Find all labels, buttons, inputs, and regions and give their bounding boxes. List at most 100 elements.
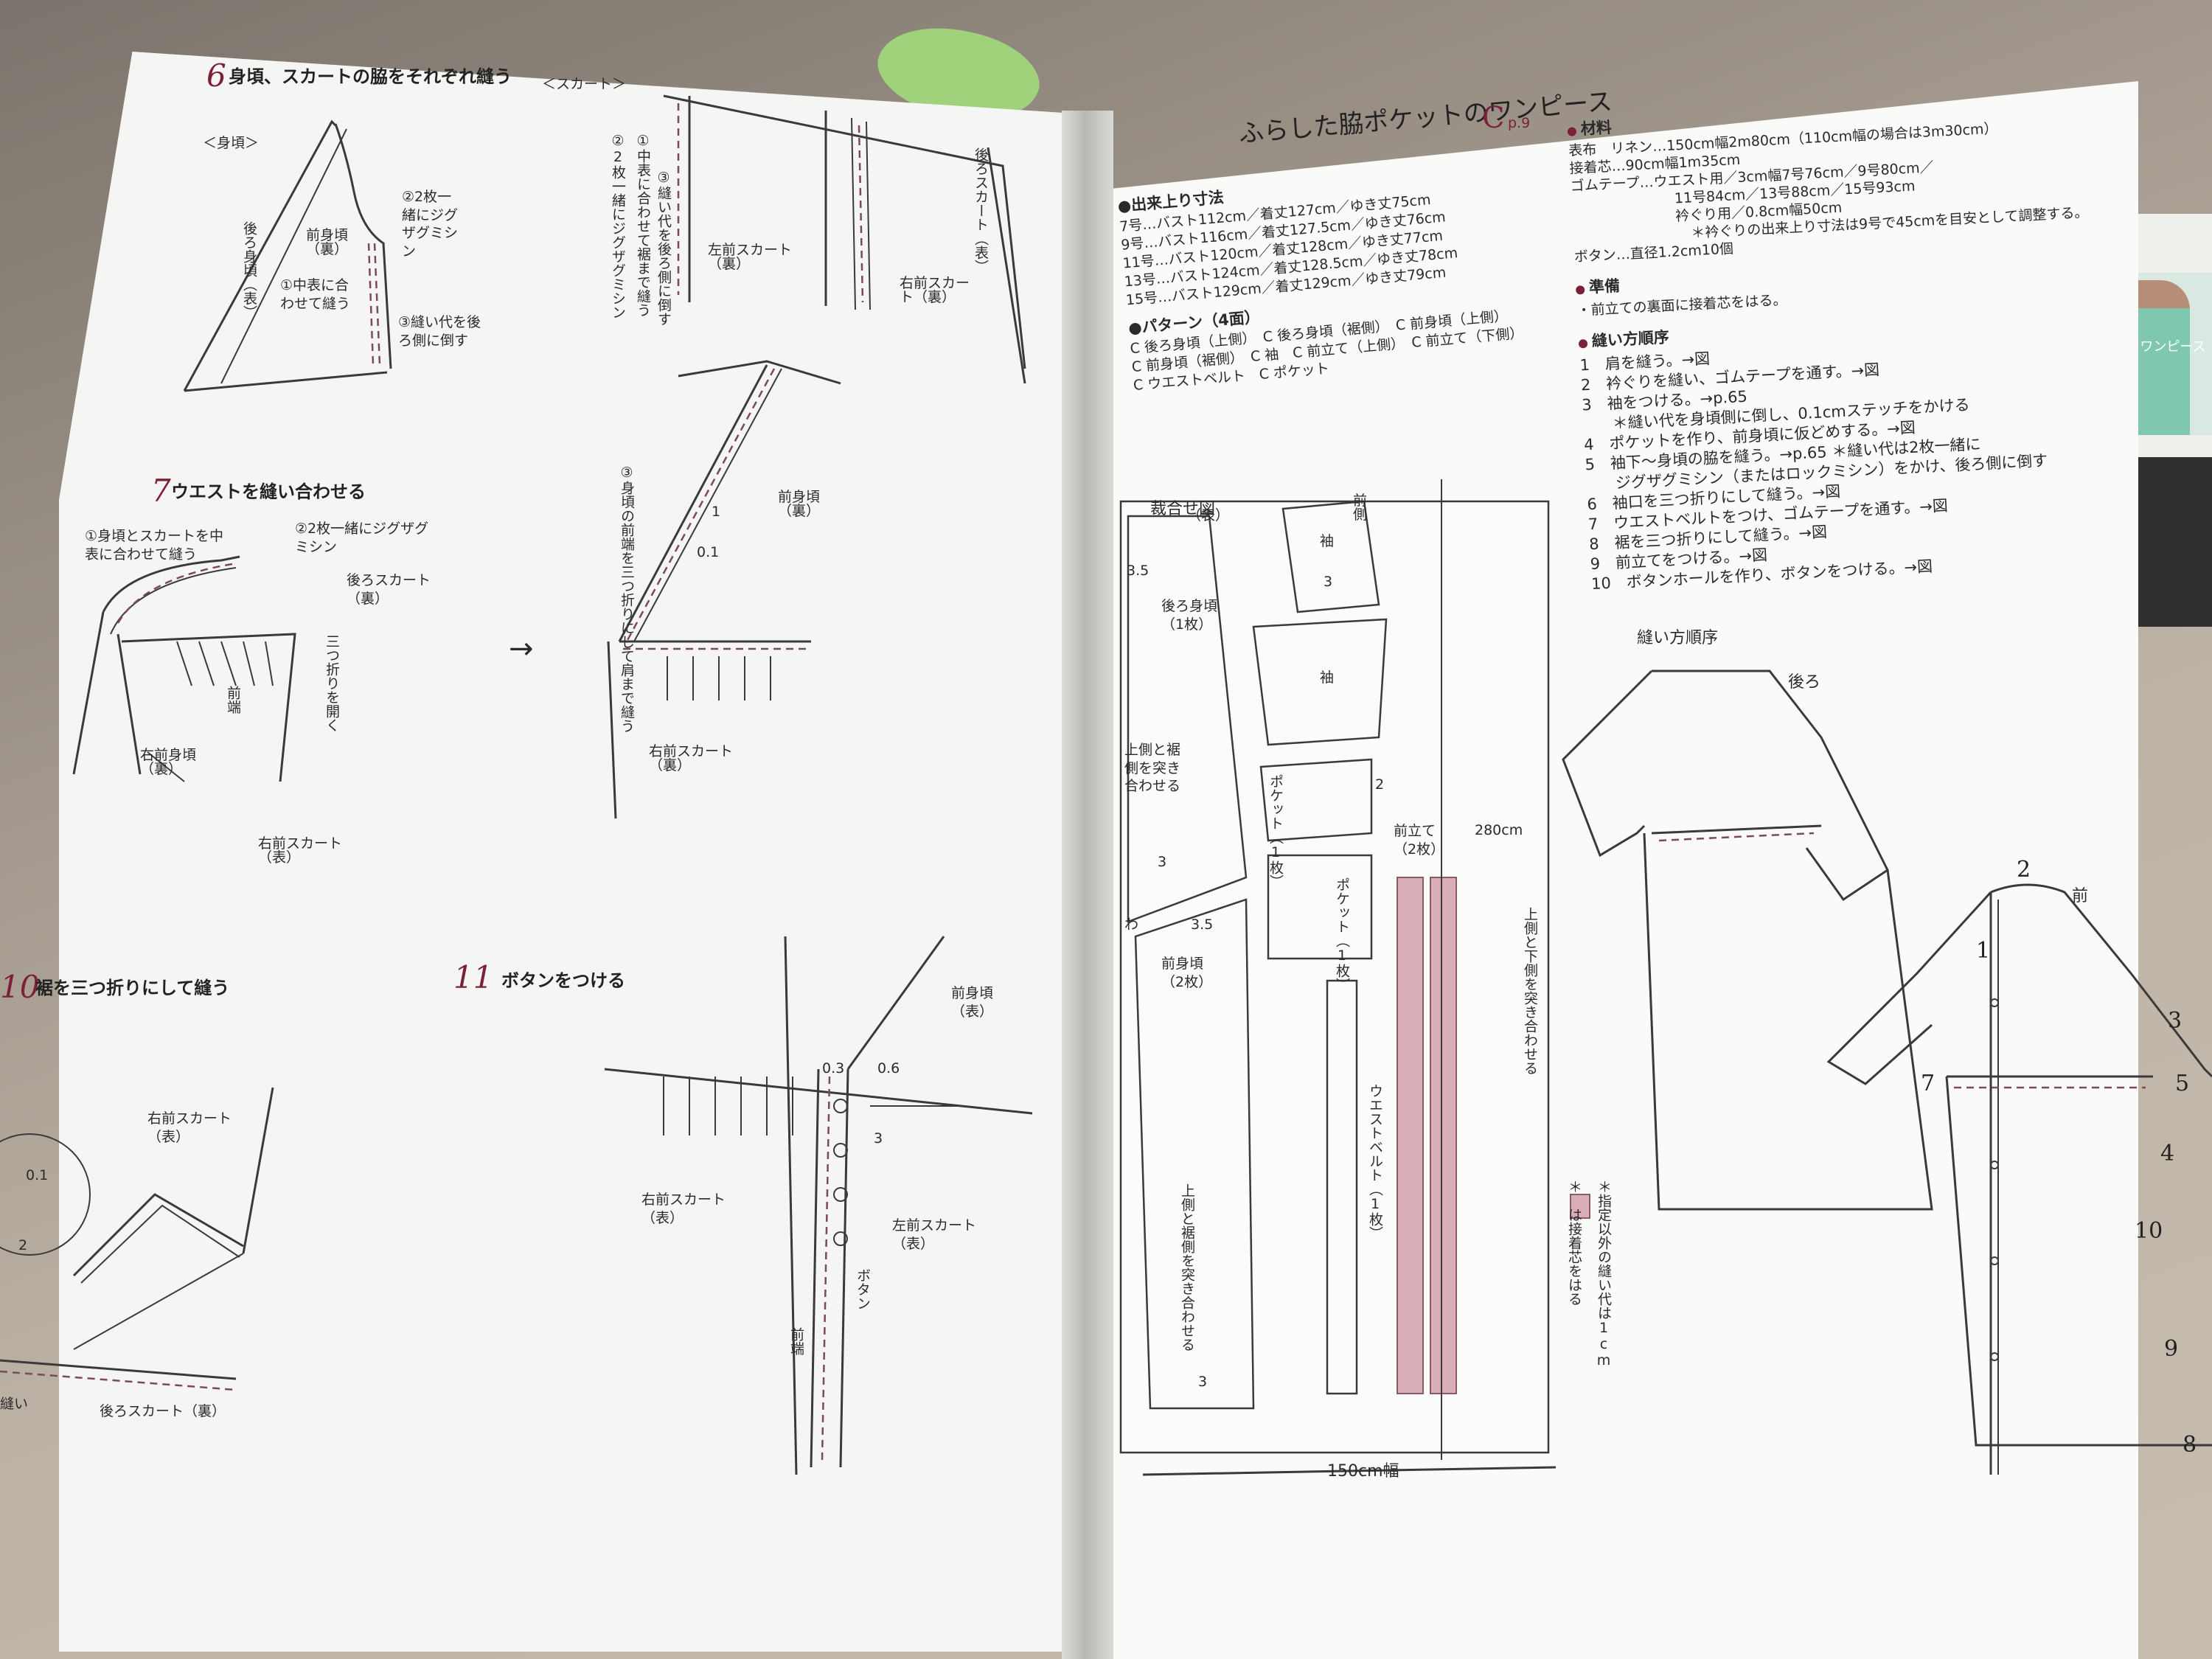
back-bodice-label: 後ろ身頃（表） xyxy=(241,221,257,319)
step11-title: ボタンをつける xyxy=(501,970,625,991)
hem-sew-label: 縫い xyxy=(0,1396,29,1412)
waist-sew-note: ①身頃とスカートを中表に合わせて縫う xyxy=(85,528,224,563)
hem-back-skirt-label: 後ろスカート（裏） xyxy=(100,1403,226,1419)
next-step-arrow: → xyxy=(509,632,534,666)
zigzag-note: ②2枚一緒にジグザグミシン xyxy=(402,189,459,260)
bodice-side-seam-diagram xyxy=(183,119,392,392)
order-num: 8 xyxy=(2183,1432,2197,1458)
layout-measure-3c: 3 xyxy=(1324,574,1333,590)
order-num: 4 xyxy=(2160,1141,2175,1166)
layout-back-bodice: 後ろ身頃（1枚） xyxy=(1161,598,1218,633)
tri-fold-open-note: 三つ折りを開く xyxy=(324,634,340,732)
skirt-press-note: ③縫い代を後ろ側に倒す xyxy=(655,170,672,326)
sew-note: ①中表に合わせて縫う xyxy=(280,277,351,312)
front-bodice-wrong-label: 前身頃（裏） xyxy=(778,489,821,519)
btn-measure-03: 0.3 xyxy=(822,1060,845,1077)
waist-zigzag-note: ②2枚一緒にジグザグミシン xyxy=(295,521,429,555)
front-edge-label: 前端 xyxy=(225,686,241,714)
back-skirt-label: 後ろスカート（表） xyxy=(973,147,989,274)
right-front-bodice-label: 右前身頃（裏） xyxy=(140,747,197,777)
btn-right-front-skirt-label: 右前スカート（表） xyxy=(641,1192,726,1226)
front-edge-stitch-diagram xyxy=(607,360,841,819)
layout-placket: 前立て（2枚） xyxy=(1394,823,1445,858)
press-note: ③縫い代を後ろ側に倒す xyxy=(398,314,481,349)
label-skirt: ＜スカート＞ xyxy=(542,76,627,92)
layout-measure-3b: 3 xyxy=(1198,1374,1208,1390)
layout-front-bodice: 前身頃（2枚） xyxy=(1161,956,1213,990)
pattern-letter: C xyxy=(1482,101,1505,135)
step7-number: 7 xyxy=(151,473,171,509)
layout-join-note: 上側と裾側を突き合わせる xyxy=(1124,742,1181,795)
waist-joining-diagram xyxy=(72,555,296,782)
layout-pocket: ポケット（1枚） xyxy=(1267,774,1284,888)
hem-measure-2: 2 xyxy=(18,1237,28,1253)
layout-measure-35b: 3.5 xyxy=(1191,917,1214,933)
right-front-skirt-label: 右前スカート（裏） xyxy=(900,275,970,305)
btn-left-front-skirt-label: 左前スカート（表） xyxy=(892,1217,977,1252)
btn-front-edge-label: 前端 xyxy=(788,1327,804,1355)
fold-front-edge-note: ③身頃の前端を三つ折りにして肩まで縫う xyxy=(619,465,635,733)
layout-join-upper-lower: 上側と下側を突き合わせる xyxy=(1522,907,1538,1075)
order-num: 3 xyxy=(2168,1008,2183,1034)
hem-right-front-skirt-label: 右前スカート（表） xyxy=(147,1110,232,1145)
sewing-order-dress-diagram xyxy=(1562,669,2212,1475)
step10-title: 裾を三つ折りにして縫う xyxy=(35,977,230,998)
right-front-skirt-right-label: 右前スカート（表） xyxy=(258,835,343,866)
left-front-skirt-label: 左前スカート（裏） xyxy=(708,242,793,272)
bullet-icon xyxy=(1567,126,1577,136)
button-attach-diagram xyxy=(604,936,1033,1475)
layout-title: 裁合せ図 xyxy=(1150,500,1216,518)
hem-tri-fold-diagram xyxy=(0,1087,274,1391)
order-header: 縫い方順序 xyxy=(1591,328,1670,350)
step6-title: 身頃、スカートの脇をそれぞれ縫う xyxy=(229,66,512,87)
sizes-block: ●出来上り寸法 7号…バスト112cm／着丈127cm／ゆき丈75cm 9号…バ… xyxy=(1117,165,1526,394)
measure-01: 0.1 xyxy=(697,544,720,560)
step10-number: 10 xyxy=(0,969,40,1005)
order-num: 5 xyxy=(2175,1071,2190,1096)
hem-measure-01: 0.1 xyxy=(26,1167,49,1183)
label-bodice: ＜身頃＞ xyxy=(203,135,260,151)
back-skirt-wrong-label: 後ろスカート（裏） xyxy=(347,572,431,607)
skirt-side-seam-diagram xyxy=(663,94,1026,384)
pattern-page-ref: p.9 xyxy=(1508,115,1531,131)
layout-sleeve: 袖 xyxy=(1320,533,1335,549)
layout-measure-3: 3 xyxy=(1158,854,1167,870)
btn-front-bodice-label: 前身頃（表） xyxy=(951,985,994,1020)
order-diagram-title: 縫い方順序 xyxy=(1637,629,1719,647)
layout-measure-35: 3.5 xyxy=(1127,563,1150,579)
prep-header: 準備 xyxy=(1588,276,1621,296)
order-num: 2 xyxy=(2017,857,2031,883)
layout-measure-2: 2 xyxy=(1375,776,1385,793)
order-num: 9 xyxy=(2164,1336,2179,1362)
layout-join-note-2: 上側と裾側を突き合わせる xyxy=(1179,1183,1195,1352)
btn-measure-06: 0.6 xyxy=(877,1060,900,1077)
cutting-layout-diagram xyxy=(1119,479,1590,1476)
layout-front-side: 前側 xyxy=(1353,493,1368,523)
skirt-zigzag-note: ②2枚一緒にジグザグミシン xyxy=(610,133,626,319)
layout-sleeve-2: 袖 xyxy=(1320,669,1335,686)
seam-allowance-note: ＊指定以外の縫い代は1cm xyxy=(1596,1180,1612,1368)
materials-header: 材料 xyxy=(1580,118,1613,139)
skirt-sew-note: ①中表に合わせて裾まで縫う xyxy=(635,133,651,317)
layout-pocket-2: ポケット（1枚） xyxy=(1334,877,1350,992)
measure-1: 1 xyxy=(712,504,721,520)
step7-title: ウエストを縫い合わせる xyxy=(171,481,366,502)
materials-block: 材料 表布 リネン…150cm幅2m80cm（110cm幅の場合は3m30cm）… xyxy=(1567,91,2107,593)
step6-number: 6 xyxy=(206,58,226,94)
order-num: 1 xyxy=(1976,938,1991,964)
front-bodice-label: 前身頃（裏） xyxy=(306,227,349,257)
front-view-label: 前 xyxy=(2072,887,2089,905)
button-label: ボタン xyxy=(855,1268,871,1310)
layout-right-side: （表） xyxy=(1187,507,1230,524)
bullet-icon xyxy=(1578,338,1588,349)
interfacing-note: ＊ は接着芯をはる xyxy=(1566,1180,1582,1306)
back-view-label: 後ろ xyxy=(1788,673,1821,692)
layout-fabric-width: 150cm幅 xyxy=(1327,1462,1399,1481)
layout-length-280: 280cm xyxy=(1475,822,1523,838)
step11-number: 11 xyxy=(453,959,493,995)
order-num: 10 xyxy=(2135,1218,2163,1244)
order-num: 7 xyxy=(1921,1071,1935,1096)
btn-spacing-3: 3 xyxy=(874,1130,883,1147)
layout-waist-belt: ウエストベルト（1枚） xyxy=(1367,1084,1383,1240)
